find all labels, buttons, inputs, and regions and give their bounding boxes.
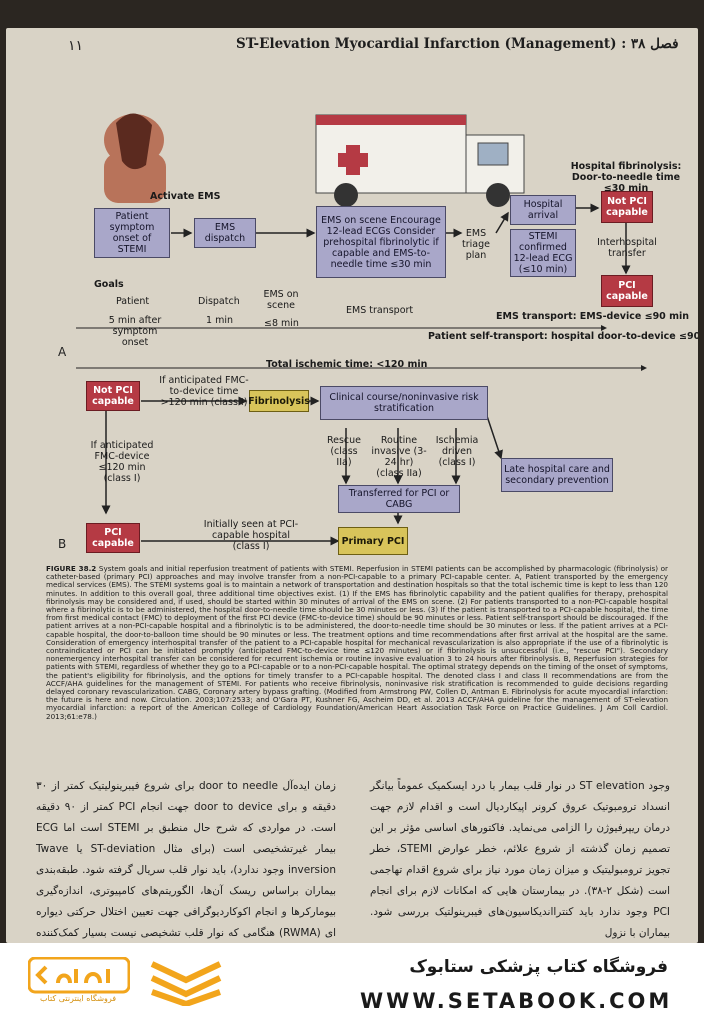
ems-dispatch-box: EMS dispatch — [194, 218, 256, 248]
goal-dispatch-time: 1 min — [206, 315, 233, 326]
goals-label: Goals — [94, 279, 124, 290]
hospital-arrival-box: Hospital arrival — [510, 195, 576, 225]
store-url-link[interactable]: WWW.SETABOOK.COM — [360, 989, 673, 1013]
body-left-column: زمان ایده‌آل door to needle برای شروع فی… — [36, 780, 337, 939]
hospital-fibrinolysis-label: Hospital fibrinolysis: Door-to-needle ti… — [570, 161, 682, 194]
transferred-box: Transferred for PCI or CABG — [338, 485, 460, 513]
body-right-column: وجود ST elevation در نوار قلب بیمار با د… — [370, 780, 671, 939]
chevron-logo-icon — [150, 961, 222, 1006]
panel-b-label: B — [58, 537, 67, 551]
fibrinolysis-box: Fibrinolysis — [248, 390, 310, 412]
goal-patient: Patient — [116, 296, 150, 307]
ambulance-illustration — [315, 114, 525, 207]
initially-seen-label: Initially seen at PCI-capable hospital (… — [203, 519, 299, 552]
setabook-logo-icon — [28, 957, 130, 994]
caption-text: System goals and initial reperfusion tre… — [46, 564, 669, 721]
self-transport-label: Patient self-transport: hospital door-to… — [428, 331, 698, 342]
goal-scene: EMS on scene — [263, 289, 299, 311]
goal-patient-time: 5 min after symptom onset — [108, 315, 162, 348]
stemi-confirmed-box: STEMI confirmed 12-lead ECG (≤10 min) — [510, 229, 576, 277]
rescue-label: Rescue (class IIa) — [326, 435, 362, 468]
not-pci-capable-b-box: Not PCI capable — [86, 381, 140, 411]
not-pci-capable-a-box: Not PCI capable — [601, 191, 653, 223]
pci-capable-b-box: PCI capable — [86, 523, 140, 553]
pci-capable-a-box: PCI capable — [601, 275, 653, 307]
store-footer: فروشگاه اینترنتی کتاب فروشگاه کتاب پزشکی… — [0, 943, 704, 1024]
activate-ems-label: Activate EMS — [150, 191, 221, 202]
figure-38-2: Activate EMS Patient symptom onset of ST… — [46, 83, 698, 555]
goal-transport: EMS transport — [346, 305, 414, 316]
total-ischemic-label: Total ischemic time: <120 min — [266, 359, 428, 370]
if-anticipated-le-label: If anticipated FMC-device ≤120 min (clas… — [90, 440, 154, 484]
primary-pci-box: Primary PCI — [338, 527, 408, 555]
patient-symptom-box: Patient symptom onset of STEMI — [94, 208, 170, 258]
running-head: ST-Elevation Myocardial Infarction (Mana… — [236, 36, 679, 52]
clinical-course-box: Clinical course/noninvasive risk stratif… — [320, 386, 488, 420]
store-name: فروشگاه کتاب پزشکی ستابوک — [409, 957, 668, 977]
patient-figure — [104, 113, 166, 203]
ems-device-label: EMS transport: EMS-device ≤90 min — [496, 311, 690, 322]
if-anticipated-gt-label: If anticipated FMC-to-device time >120 m… — [159, 375, 249, 408]
book-page: ۱۱ ST-Elevation Myocardial Infarction (M… — [6, 28, 698, 943]
ems-triage-label: EMS triage plan — [462, 228, 490, 261]
ischemia-driven-label: Ischemia driven (class I) — [435, 435, 479, 468]
routine-invasive-label: Routine invasive (3-24 hr) (class IIa) — [371, 435, 427, 479]
interhospital-transfer-label: Interhospital transfer — [597, 237, 657, 259]
figure-caption: FIGURE 38.2 System goals and initial rep… — [46, 564, 669, 721]
goal-dispatch: Dispatch — [198, 296, 240, 307]
flow-arrows — [76, 113, 647, 546]
late-hospital-care-box: Late hospital care and secondary prevent… — [501, 458, 613, 492]
page-number: ۱۱ — [68, 38, 84, 54]
ems-on-scene-box: EMS on scene Encourage 12-lead ECGs Cons… — [316, 206, 446, 278]
goal-scene-time: ≤8 min — [264, 318, 299, 329]
panel-a-label: A — [58, 345, 67, 359]
caption-title: FIGURE 38.2 — [46, 564, 97, 573]
logo-subtitle: فروشگاه اینترنتی کتاب — [40, 994, 117, 1003]
page-header: ۱۱ ST-Elevation Myocardial Infarction (M… — [6, 28, 698, 62]
